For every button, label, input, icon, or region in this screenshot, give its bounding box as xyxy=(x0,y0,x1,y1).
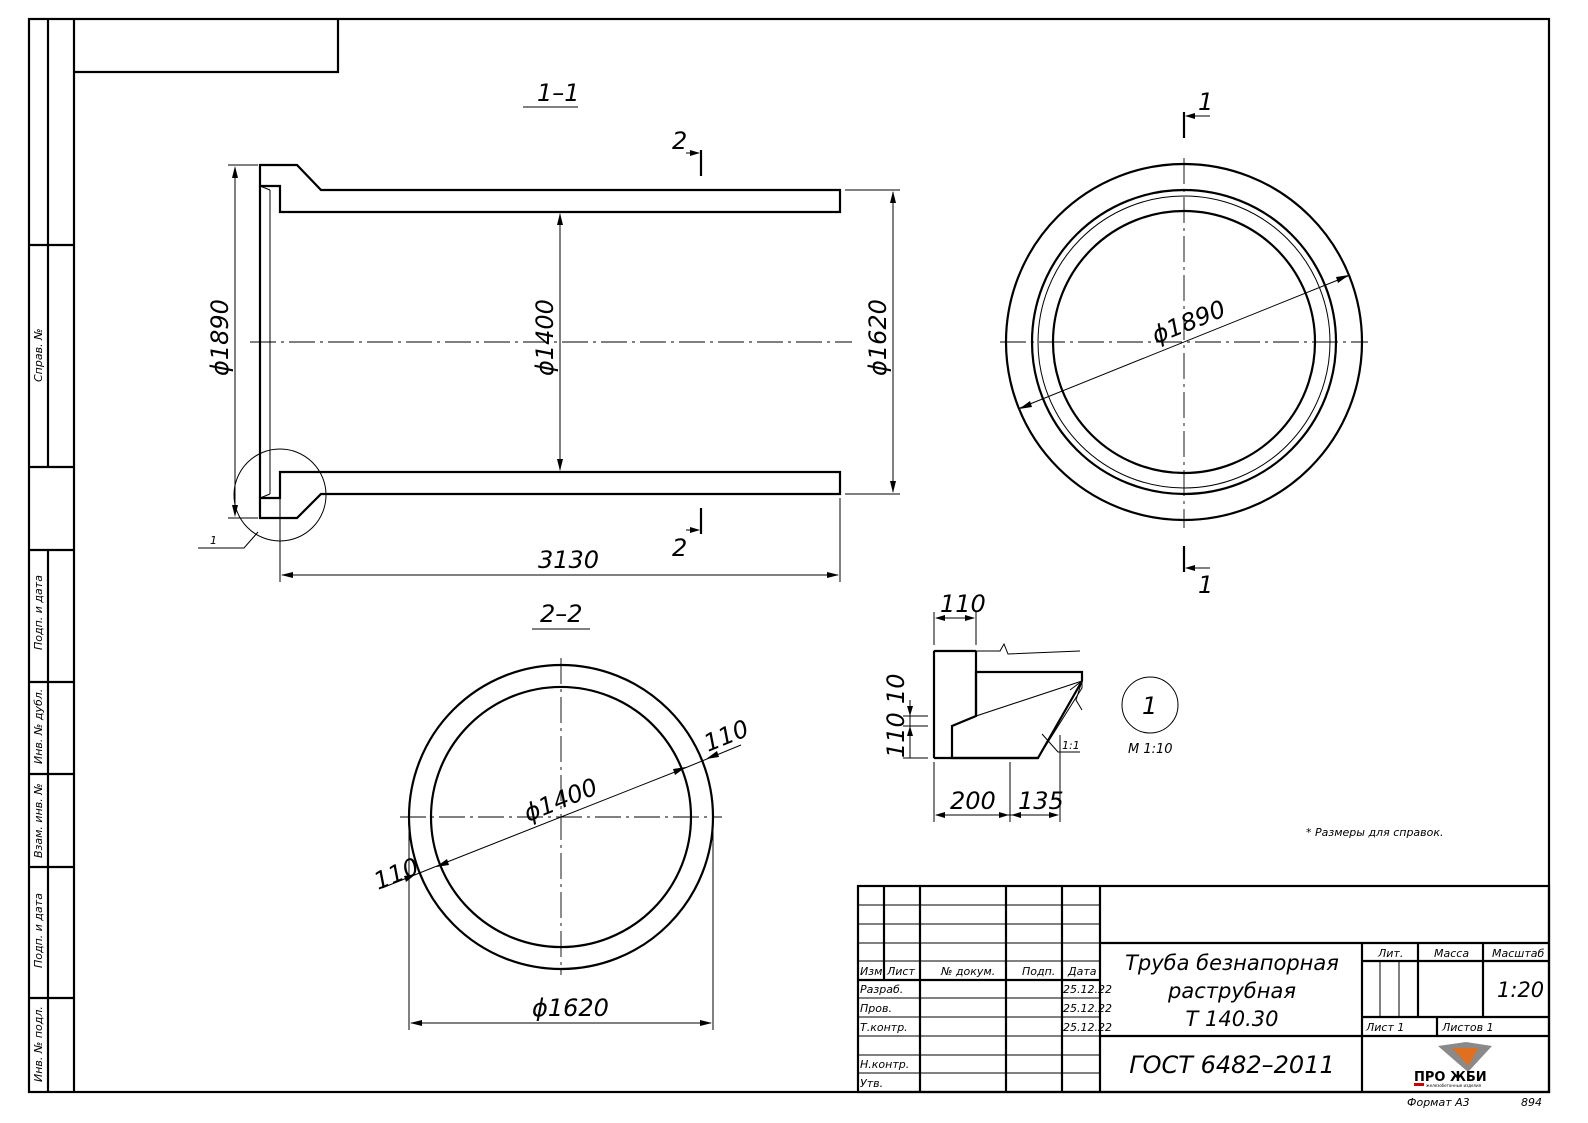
inv-podl-label: Инв. № подл. xyxy=(32,1006,45,1082)
title-block: Изм. Лист № докум. Подп. Дата Разраб. Пр… xyxy=(856,884,1551,1094)
drawing-code: 894 xyxy=(1521,1096,1542,1109)
vzam-label: Взам. инв. № xyxy=(32,783,45,858)
section-2-2-label: 2–2 xyxy=(540,600,583,628)
tb-sheet: Лист 1 xyxy=(1365,1021,1404,1034)
section-1-1-view: 1–1 1 ϕ1890 ϕ1400 ϕ1620 xyxy=(198,79,900,582)
tb-razrab: Разраб. xyxy=(860,983,903,996)
tb-prov: Пров. xyxy=(860,1002,892,1015)
company-logo: ПРО ЖБИ железобетонные изделия xyxy=(1414,1042,1492,1088)
cut1-bottom-label: 1 xyxy=(1198,571,1213,599)
tb-data: Дата xyxy=(1067,965,1097,978)
cut2-top-label: 2 xyxy=(672,127,687,155)
section-2-2-view: 2–2 ϕ1400 110 110 ϕ1620 xyxy=(370,600,753,1030)
tb-date1: 25.12.22 xyxy=(1063,983,1112,996)
detail-top-110: 110 xyxy=(940,590,986,618)
podp1-label: Подп. и дата xyxy=(32,575,45,650)
detail-ref-number: 1 xyxy=(1142,692,1157,720)
dim-phi1890-end: ϕ1890 xyxy=(1148,295,1230,350)
detail-left-10: 10 xyxy=(882,673,910,704)
tb-lit: Лит. xyxy=(1377,947,1403,960)
cut2-bottom-label: 2 xyxy=(672,534,687,562)
podp2-label: Подп. и дата xyxy=(32,893,45,968)
sprav-label: Справ. № xyxy=(32,328,45,382)
detail-slope: 1:1 xyxy=(1062,739,1080,752)
sheet-frame xyxy=(27,17,1551,1094)
dim-length-3130: 3130 xyxy=(538,546,599,574)
tb-scale: 1:20 xyxy=(1497,978,1544,1002)
detail-bottom-200: 200 xyxy=(950,787,996,815)
tb-nkontr: Н.контр. xyxy=(860,1058,909,1071)
tb-masshtab: Масштаб xyxy=(1492,947,1544,960)
tb-name-line1: Труба безнапорная xyxy=(1125,951,1339,975)
dim-phi1890-side: ϕ1890 xyxy=(206,299,234,376)
logo-subtext: железобетонные изделия xyxy=(1426,1083,1482,1088)
dim-wall-right: 110 xyxy=(700,714,753,757)
detail-scale: М 1:10 xyxy=(1128,742,1173,757)
end-view: ϕ1890 1 1 xyxy=(1000,88,1368,599)
section-1-1-label: 1–1 xyxy=(537,79,580,107)
dim-wall-left: 110 xyxy=(370,852,423,895)
detail-left-110: 110 xyxy=(882,712,910,758)
callout-number: 1 xyxy=(210,534,217,547)
tb-date3: 25.12.22 xyxy=(1063,1021,1112,1034)
tb-list: Лист xyxy=(886,965,915,978)
tb-name-line2: раструбная xyxy=(1167,979,1296,1003)
logo-text: ПРО ЖБИ xyxy=(1414,1070,1487,1085)
cut1-top-label: 1 xyxy=(1198,88,1213,116)
note-text: * Размеры для справок. xyxy=(1306,826,1444,839)
tb-date2: 25.12.22 xyxy=(1063,1002,1112,1015)
tb-tkontr: Т.контр. xyxy=(860,1021,908,1034)
detail-bottom-135: 135 xyxy=(1018,787,1064,815)
tb-gost: ГОСТ 6482–2011 xyxy=(1129,1051,1334,1079)
pipe-wall-bottom xyxy=(258,470,842,520)
tb-utv: Утв. xyxy=(860,1077,883,1090)
dim-phi1400-side: ϕ1400 xyxy=(531,299,559,376)
side-stamp: Справ. № Подп. и дата Инв. № дубл. Взам.… xyxy=(32,328,45,1082)
tb-podp: Подп. xyxy=(1022,965,1055,978)
detail-1-view: 110 10 110 200 135 1:1 1 М 1:10 xyxy=(882,590,1179,822)
tb-massa: Масса xyxy=(1434,947,1469,960)
inv-dubl-label: Инв. № дубл. xyxy=(32,689,45,764)
tb-name-line3: Т 140.30 xyxy=(1186,1007,1279,1031)
tb-sheets: Листов 1 xyxy=(1441,1021,1494,1034)
dim-phi1620-section: ϕ1620 xyxy=(532,994,609,1022)
tb-izm: Изм. xyxy=(860,965,886,978)
tb-ndokum: № докум. xyxy=(940,965,995,978)
pipe-wall-top xyxy=(258,163,842,214)
format-label: Формат А3 xyxy=(1407,1096,1470,1109)
dim-phi1620-side: ϕ1620 xyxy=(864,299,892,376)
